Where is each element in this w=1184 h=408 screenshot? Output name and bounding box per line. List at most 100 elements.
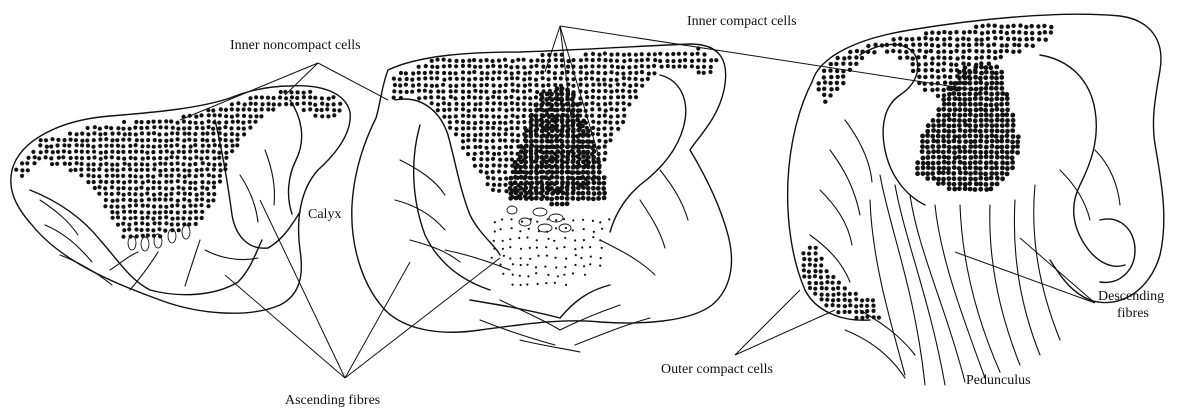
cell-dot [492, 90, 496, 94]
cell-dot [170, 204, 174, 208]
cell-dot [941, 68, 945, 72]
cell-dot [145, 163, 149, 167]
cell-dot [218, 131, 222, 135]
cell-dot [158, 216, 162, 220]
cell-dot [590, 77, 594, 81]
cell-dot [603, 82, 607, 86]
cell-dot [104, 192, 108, 196]
cell-dot [973, 118, 978, 123]
cell-dot [313, 114, 317, 118]
cell-dot [574, 248, 576, 250]
cell-dot [671, 52, 675, 56]
cell-dot [1000, 113, 1005, 118]
cell-dot [995, 176, 1000, 181]
cell-dot [104, 155, 108, 159]
cell-dot [140, 228, 144, 232]
cell-dot [560, 165, 565, 170]
cell-dot [509, 145, 513, 149]
cell-dot [513, 165, 518, 170]
cell-dot [523, 186, 528, 191]
cell-dot [995, 145, 1000, 150]
cell-dot [560, 71, 564, 75]
cell-dot [962, 155, 967, 160]
cell-dot [917, 75, 921, 79]
cell-dot [591, 83, 595, 87]
cell-dot [194, 222, 198, 226]
cell-dot [677, 64, 681, 68]
cell-dot [989, 166, 994, 171]
cell-dot [242, 107, 246, 111]
cell-dot [963, 129, 968, 134]
cell-dot [158, 156, 162, 160]
cell-dot [140, 144, 144, 148]
cell-dot [182, 138, 186, 142]
cell-dot [978, 144, 983, 149]
cell-dot [485, 101, 489, 105]
cell-dot [634, 59, 638, 63]
cell-dot [609, 95, 613, 99]
cell-dot [504, 189, 508, 193]
cell-dot [515, 76, 519, 80]
cell-dot [211, 198, 215, 202]
cell-dot [936, 129, 941, 134]
cell-dot [267, 102, 271, 106]
cell-dot [188, 192, 192, 196]
cell-dot [518, 186, 523, 191]
cell-dot [923, 68, 927, 72]
cell-dot [25, 161, 29, 165]
cell-dot [175, 143, 179, 147]
cell-dot [188, 204, 192, 208]
cell-dot [313, 103, 317, 107]
cell-dot [98, 132, 102, 136]
cell-dot [555, 92, 560, 97]
cell-dot [516, 58, 520, 62]
cell-dot [973, 96, 978, 101]
cell-dot [572, 219, 574, 221]
cell-dot [512, 274, 514, 276]
cell-dot [936, 134, 941, 139]
cell-dot [984, 161, 989, 166]
cell-dot [544, 266, 546, 268]
cell-dot [524, 139, 529, 144]
cell-dot [603, 89, 607, 93]
cell-dot [206, 180, 210, 184]
cell-dot [576, 108, 581, 113]
cell-dot [1010, 160, 1015, 165]
cell-dot [560, 86, 565, 91]
cell-dot [224, 108, 228, 112]
cell-dot [122, 210, 126, 214]
cell-dot [952, 81, 957, 86]
cell-dot [553, 240, 555, 242]
cell-dot [586, 144, 591, 149]
cell-dot [545, 119, 550, 124]
cell-dot [936, 75, 940, 79]
cell-dot [99, 180, 103, 184]
cell-dot [207, 162, 211, 166]
cell-dot [188, 210, 192, 214]
cell-dot [823, 100, 827, 104]
cell-dot [497, 70, 501, 74]
cell-dot [320, 102, 324, 106]
cell-dot [249, 102, 253, 106]
cell-dot [170, 168, 174, 172]
cell-dot [979, 96, 984, 101]
cell-dot [979, 118, 984, 123]
cell-dot [182, 197, 186, 201]
cell-dot [550, 124, 555, 129]
cell-dot [169, 138, 173, 142]
cell-dot [936, 55, 940, 59]
cell-dot [622, 82, 626, 86]
cell-dot [212, 156, 216, 160]
cell-dot [978, 80, 983, 85]
cell-dot [584, 64, 588, 68]
cell-dot [1005, 118, 1010, 123]
cell-dot [466, 152, 470, 156]
cell-dot [992, 42, 996, 46]
cell-dot [820, 293, 824, 297]
cell-dot [814, 246, 818, 250]
cell-dot [242, 127, 246, 131]
cell-dot [958, 128, 963, 133]
cell-dot [207, 119, 211, 123]
cell-dot [930, 68, 934, 72]
cell-dot [941, 139, 946, 144]
